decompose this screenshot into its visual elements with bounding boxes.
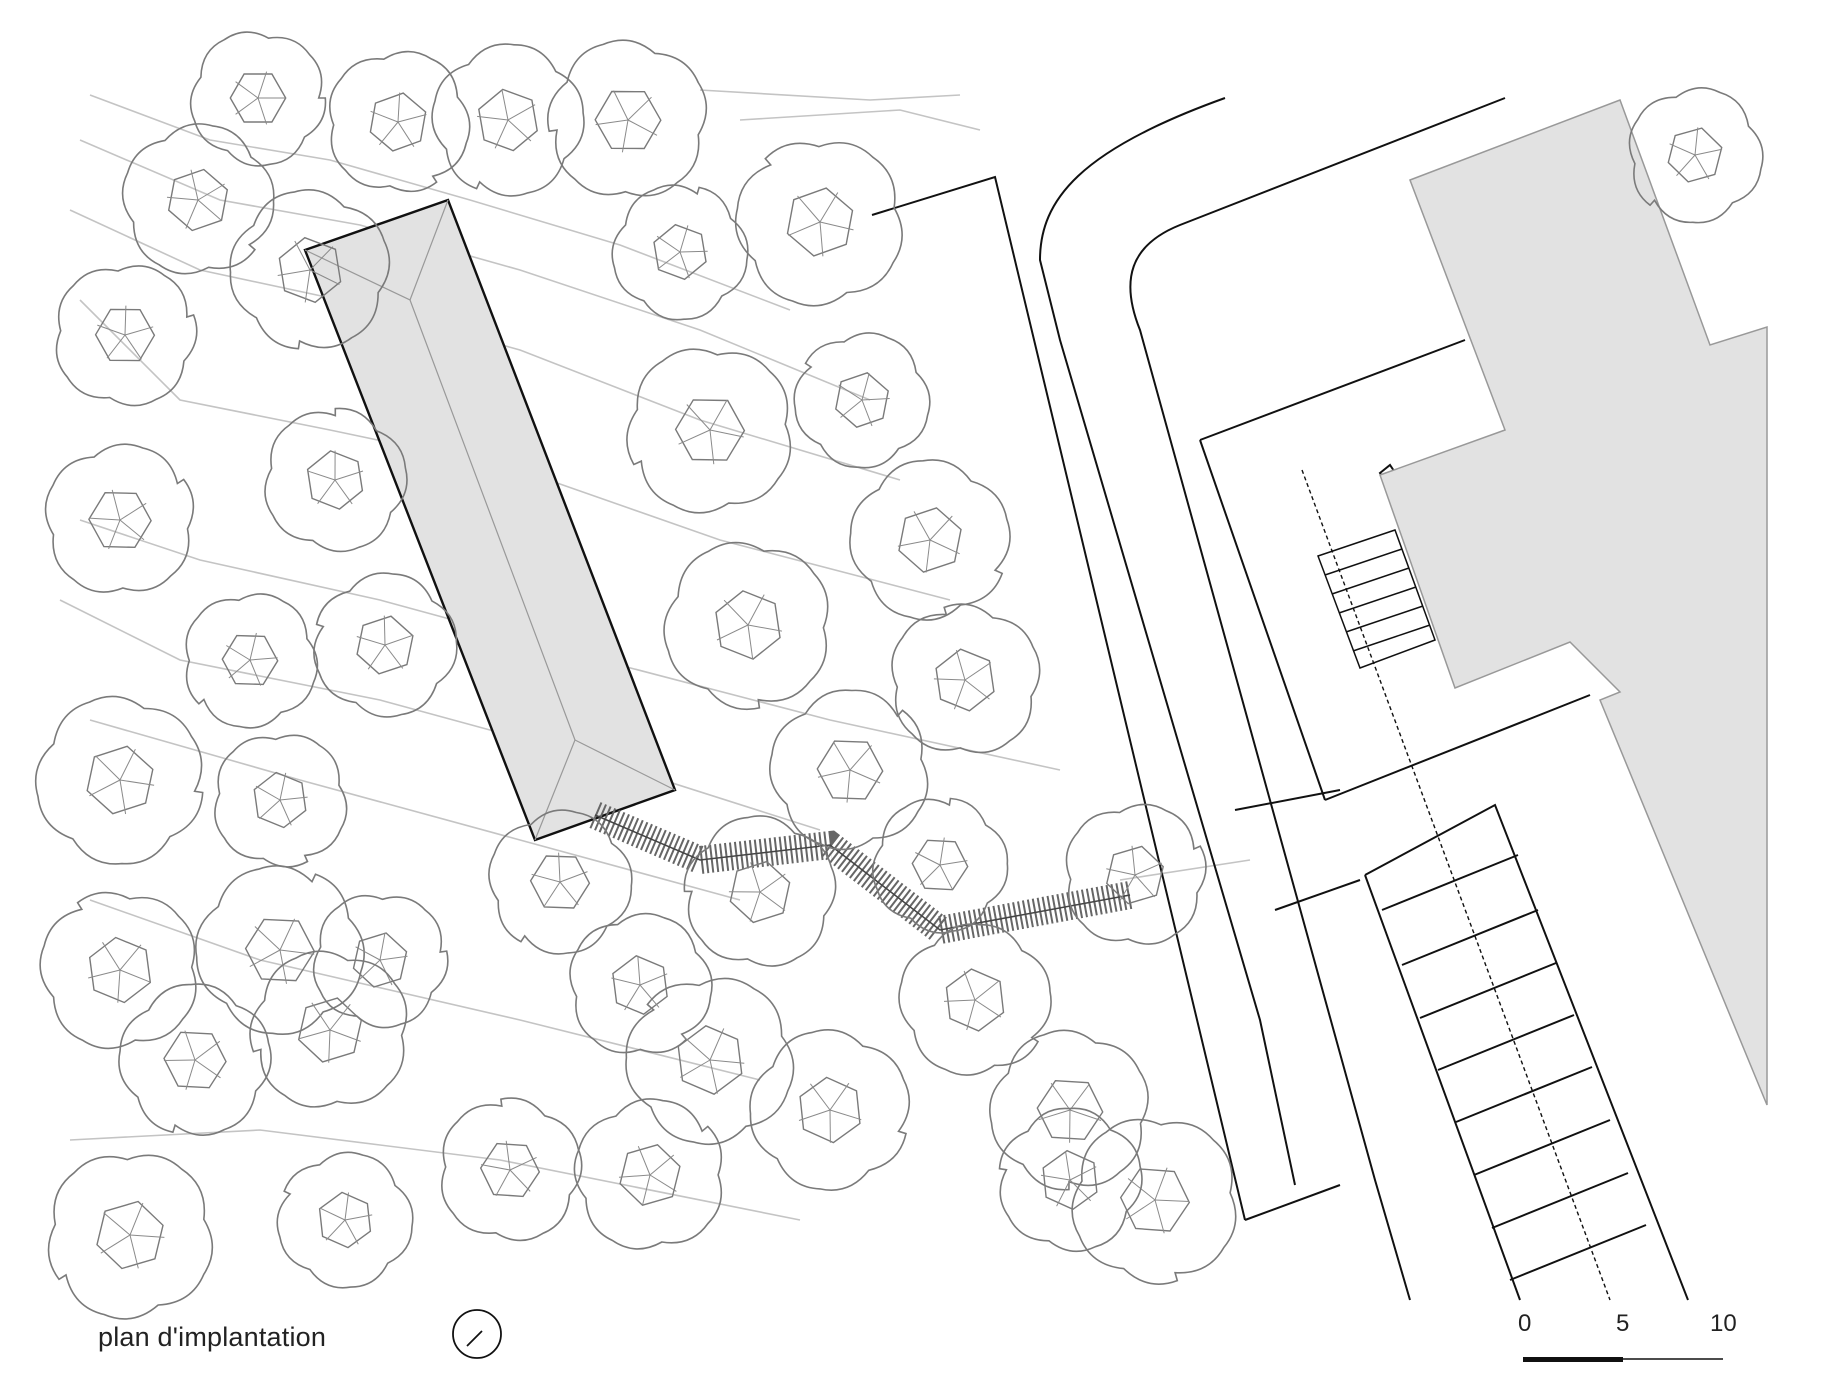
road-curb-left xyxy=(1038,97,1296,1186)
tree-canopy-icon xyxy=(229,189,391,350)
tree-canopy-icon xyxy=(1065,803,1207,945)
tree-canopy-icon xyxy=(569,912,713,1054)
tree-canopy-icon xyxy=(1628,87,1764,224)
tree-canopy-icon xyxy=(768,689,929,851)
entry-stairs xyxy=(1317,529,1436,669)
tree-canopy-group xyxy=(34,31,1764,1320)
tree-canopy-icon xyxy=(118,983,272,1136)
tree-canopy-icon xyxy=(871,797,1009,934)
tree-canopy-icon xyxy=(195,865,365,1035)
tree-canopy-icon xyxy=(249,950,408,1108)
boardwalk-path xyxy=(589,802,1133,945)
tree-canopy-icon xyxy=(328,50,471,193)
tree-canopy-icon xyxy=(998,1107,1143,1253)
tree-canopy-icon xyxy=(663,541,829,711)
road-curb-right xyxy=(1129,97,1506,1301)
tree-canopy-icon xyxy=(214,734,348,868)
tree-canopy-icon xyxy=(185,593,319,729)
tree-canopy-icon xyxy=(749,1029,911,1191)
tree-canopy-icon xyxy=(312,894,449,1029)
tree-canopy-icon xyxy=(431,43,585,197)
north-arrow-icon xyxy=(452,1309,502,1359)
tree-canopy-icon xyxy=(276,1151,414,1289)
tree-canopy-icon xyxy=(625,977,795,1146)
tree-canopy-icon xyxy=(573,1098,723,1250)
tree-canopy-icon xyxy=(121,123,275,275)
road-and-parking xyxy=(871,97,1689,1301)
tree-canopy-icon xyxy=(44,443,195,593)
tree-canopy-icon xyxy=(264,407,408,553)
scale-bar xyxy=(1523,1357,1723,1362)
parking-row xyxy=(1364,803,1689,1301)
tree-canopy-icon xyxy=(441,1097,583,1242)
tree-canopy-icon xyxy=(313,572,458,718)
tree-canopy-icon xyxy=(488,809,633,955)
tree-canopy-icon xyxy=(55,265,198,407)
existing-building xyxy=(1379,99,1768,1106)
tree-canopy-icon xyxy=(849,459,1011,621)
tree-canopy-icon xyxy=(1071,1118,1237,1285)
tree-canopy-icon xyxy=(898,923,1052,1076)
tree-canopy-icon xyxy=(47,1154,214,1320)
scale-label-10: 10 xyxy=(1710,1310,1737,1337)
tree-canopy-icon xyxy=(39,891,197,1050)
tree-canopy-icon xyxy=(891,603,1041,754)
scale-label-5: 5 xyxy=(1616,1310,1630,1337)
tree-canopy-icon xyxy=(34,695,204,865)
tree-canopy-icon xyxy=(989,1029,1149,1191)
tree-canopy-icon xyxy=(611,184,749,321)
scale-label-0: 0 xyxy=(1518,1310,1532,1337)
plan-caption: plan d'implantation xyxy=(98,1322,327,1352)
tree-canopy-icon xyxy=(793,332,931,469)
tree-canopy-icon xyxy=(626,348,792,514)
tree-canopy-icon xyxy=(734,141,903,307)
tree-canopy-icon xyxy=(547,39,708,197)
tree-canopy-icon xyxy=(189,31,327,167)
tree-canopy-icon xyxy=(683,815,837,967)
proposed-building-roof xyxy=(303,198,677,842)
contour-lines xyxy=(59,89,1251,1221)
